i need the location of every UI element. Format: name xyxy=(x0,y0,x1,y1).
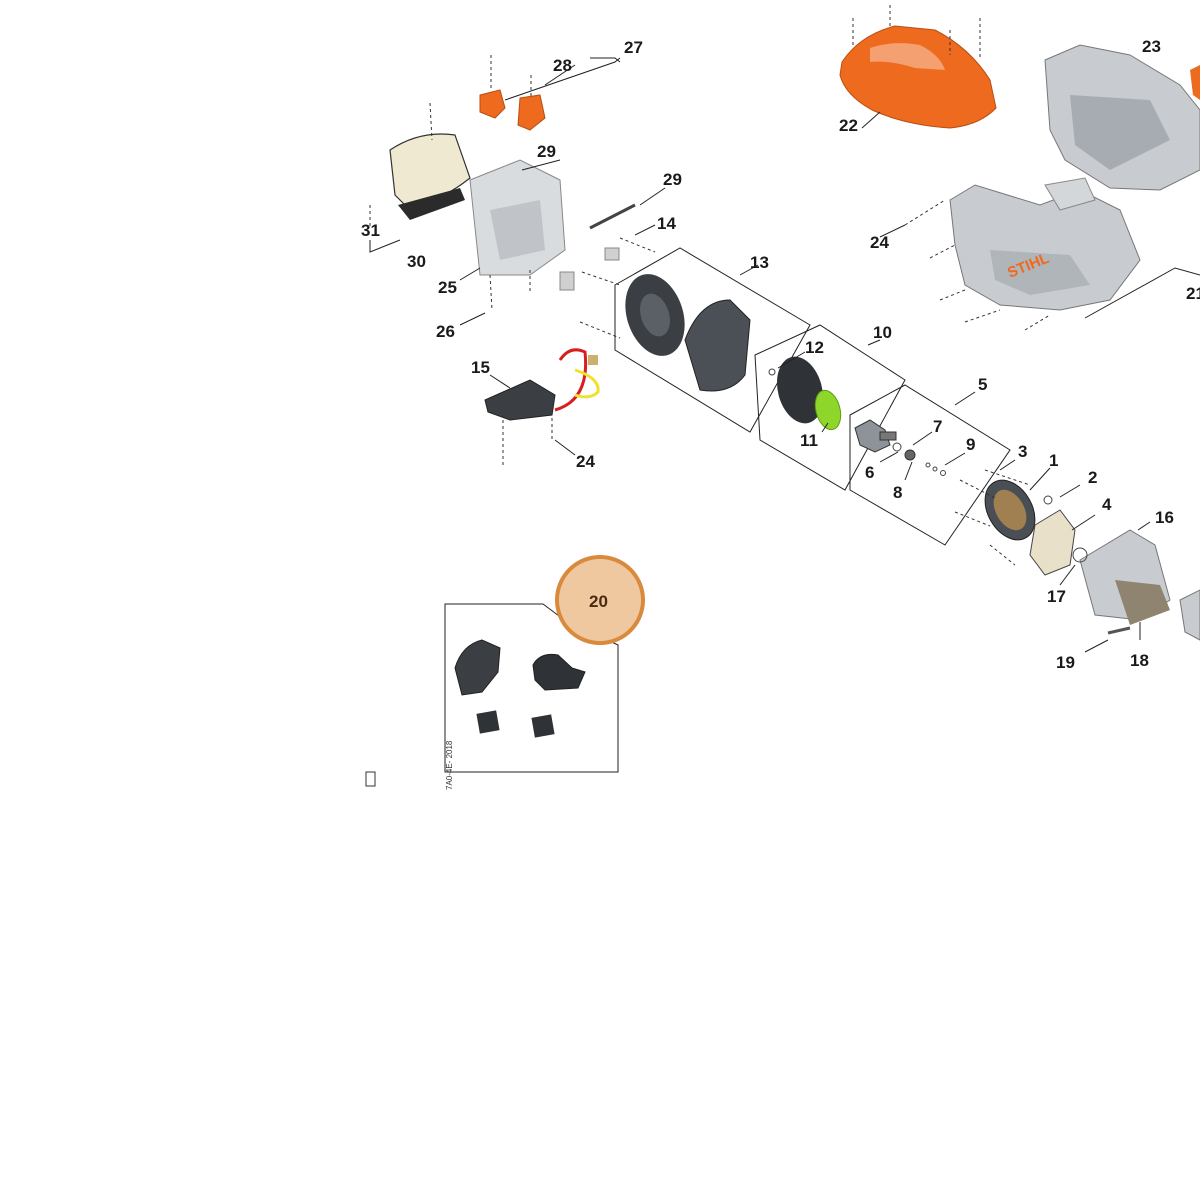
callout-6[interactable]: 6 xyxy=(865,463,874,482)
callout-29-rod[interactable]: 29 xyxy=(663,170,682,189)
part-23-grey-housing[interactable] xyxy=(1044,44,1200,191)
callout-12[interactable]: 12 xyxy=(805,338,824,357)
part-22-orange-cover[interactable] xyxy=(839,5,997,129)
callout-22[interactable]: 22 xyxy=(839,116,858,135)
side-code-text: 7A0-4E- 2018 xyxy=(445,740,454,790)
callout-19[interactable]: 19 xyxy=(1056,653,1075,672)
callout-10[interactable]: 10 xyxy=(873,323,892,342)
part-25-grey-bracket[interactable] xyxy=(469,159,566,311)
callout-28[interactable]: 28 xyxy=(553,56,572,75)
callout-9[interactable]: 9 xyxy=(966,435,975,454)
callout-21[interactable]: 21 xyxy=(1186,284,1200,303)
callout-23[interactable]: 23 xyxy=(1142,37,1161,56)
part-13-fan-housing-group[interactable] xyxy=(559,224,811,433)
callout-18[interactable]: 18 xyxy=(1130,651,1149,670)
part-21-stihl-housing[interactable]: STIHL xyxy=(904,177,1200,331)
callout-1[interactable]: 1 xyxy=(1049,451,1058,470)
callout-15[interactable]: 15 xyxy=(471,358,490,377)
callout-13[interactable]: 13 xyxy=(750,253,769,272)
callout-5[interactable]: 5 xyxy=(978,375,987,394)
callout-4[interactable]: 4 xyxy=(1102,495,1112,514)
callout-11[interactable]: 11 xyxy=(800,431,818,450)
highlight-marker-20[interactable] xyxy=(555,555,645,645)
part-29-rod[interactable] xyxy=(589,187,666,230)
part-20-kit-box[interactable] xyxy=(444,603,619,773)
part-15-electronics[interactable] xyxy=(484,348,600,468)
callout-17[interactable]: 17 xyxy=(1047,587,1066,606)
callout-29-bracket[interactable]: 29 xyxy=(537,142,556,161)
callout-2[interactable]: 2 xyxy=(1088,468,1097,487)
callout-3[interactable]: 3 xyxy=(1018,442,1027,461)
callout-26[interactable]: 26 xyxy=(436,322,455,341)
part-5-shaft-group[interactable] xyxy=(849,384,1011,546)
callout-7[interactable]: 7 xyxy=(933,417,942,436)
part-3-stator[interactable] xyxy=(954,459,1051,566)
callout-14[interactable]: 14 xyxy=(657,214,676,233)
callout-24-electronics[interactable]: 24 xyxy=(576,452,595,471)
side-code-block: 7A0-4E- 2018 xyxy=(365,740,454,790)
callout-27[interactable]: 27 xyxy=(624,38,643,57)
part-16-motor-housing[interactable] xyxy=(1059,521,1200,653)
callout-25[interactable]: 25 xyxy=(438,278,457,297)
part-10-impeller-group[interactable] xyxy=(754,324,906,491)
callout-16[interactable]: 16 xyxy=(1155,508,1174,527)
callout-20[interactable]: 20 xyxy=(589,592,608,611)
part-28-orange-clips[interactable] xyxy=(479,55,621,131)
callout-31[interactable]: 31 xyxy=(361,221,380,240)
part-4-brush-holder[interactable] xyxy=(1029,484,1096,576)
callout-30[interactable]: 30 xyxy=(407,252,426,271)
callout-24-housing[interactable]: 24 xyxy=(870,233,889,252)
part-30-filter[interactable] xyxy=(369,102,471,253)
callout-8[interactable]: 8 xyxy=(893,483,902,502)
